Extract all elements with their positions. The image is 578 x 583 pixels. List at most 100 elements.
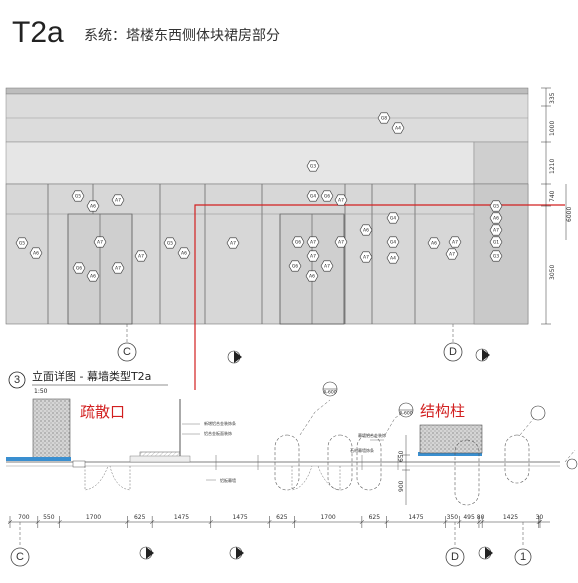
section-scale: 1:50 (34, 388, 48, 395)
mid-spandrel (5, 141, 475, 185)
bottom-dim-label: 1700 (320, 514, 335, 521)
hex-tag-label: A7 (115, 266, 121, 272)
hex-tag-label: A6 (90, 274, 96, 280)
bottom-dim-label: 625 (369, 514, 381, 521)
hex-tag-mid-g3: G3 (306, 160, 320, 172)
hex-tag-label: A7 (493, 228, 499, 234)
hex-tag-top-a4: A4 (391, 122, 405, 134)
bottom-dim-label: 625 (134, 514, 146, 521)
blue-sill-left (6, 457, 71, 461)
note-leaders (182, 423, 384, 481)
hex-tag-label: G5 (167, 241, 173, 247)
hex-tag-label: A7 (363, 255, 369, 261)
grid-bubble-c-lower: C (16, 551, 24, 563)
note-2: 铝合金板面装饰 (204, 430, 232, 436)
hex-tag-label: G4 (310, 194, 316, 200)
hex-tag-label: A4 (395, 126, 401, 132)
grid-line-d-upper: D (443, 324, 463, 362)
note-1: 新增铝合金装饰条 (204, 420, 236, 426)
hex-tag-g1-far: G1 (489, 236, 503, 248)
bottom-dim-label: 1475 (174, 514, 189, 521)
hex-tag-label: A7 (324, 264, 330, 270)
bottom-dim-label: 80 (477, 514, 485, 521)
dim-740: 740 (549, 190, 556, 202)
hex-tag-label: A7 (338, 198, 344, 204)
hex-tag-label: A7 (310, 254, 316, 260)
section-marker-a (227, 350, 242, 364)
hex-tag-label: A4 (390, 256, 396, 262)
label-structural-column: 结构柱 (420, 402, 465, 420)
bottom-dim-label: 625 (276, 514, 288, 521)
hex-tag-label: A6 (431, 241, 437, 247)
hex-tag-a7-right-pillar-b: A7 (359, 251, 373, 263)
hex-tag-label: A7 (310, 240, 316, 246)
bottom-dim-label: 350 (447, 514, 459, 521)
grid-line-c-lower: C (10, 522, 30, 567)
hex-tag-label: A7 (115, 198, 121, 204)
hex-tag-a7-far-a: A7 (489, 224, 503, 236)
hex-tag-label: A6 (493, 216, 499, 222)
door-swings (84, 465, 341, 491)
hex-tag-a6-right-pillar: A4 (386, 252, 400, 264)
dim-3050: 3050 (549, 265, 556, 280)
hex-tag-a7-left-side: A7 (134, 250, 148, 262)
dashed-capsules (274, 434, 530, 506)
hex-tag-a7-door-left-top: A7 (111, 194, 125, 206)
column-block (419, 424, 483, 454)
dim-900: 900 (398, 480, 405, 492)
hex-tag-label: G5 (493, 204, 499, 210)
plan-section: A-600 A-600 新增铝合金装饰条 铝合金板面装饰 铝板幕墙 幕墙铝合金装… (6, 381, 578, 506)
red-reference-line (194, 204, 565, 390)
hex-tag-a6-left: A6 (29, 247, 43, 259)
label-evacuation: 疏散口 (80, 403, 125, 421)
hex-tag-g5-upper-left: G5 (71, 190, 85, 202)
dim-335: 335 (549, 92, 556, 104)
hex-tag-label: A7 (138, 254, 144, 260)
hex-tag-a6-left-lower: A6 (86, 270, 100, 282)
bottom-dim-label: 495 (463, 514, 475, 521)
hex-tag-label: A7 (449, 252, 455, 258)
bottom-dim-label: 1425 (503, 514, 518, 521)
note-3: 铝板幕墙 (220, 477, 236, 483)
blue-sill-right (418, 452, 482, 456)
bottom-dim-label: 1475 (408, 514, 423, 521)
hex-tag-label: A6 (90, 204, 96, 210)
section-title: 立面详图 - 幕墙类型T2a (32, 369, 151, 383)
hex-tag-a6-right-far: A6 (489, 212, 503, 224)
hex-tag-label: G6 (292, 264, 298, 270)
elevation-view: 335 1000 1210 740 6000 3050 G8A4G3G5A6A7… (5, 87, 573, 390)
dim-1000: 1000 (549, 121, 556, 136)
hex-tag-g3-far: G3 (489, 250, 503, 262)
hex-tag-label: G5 (75, 194, 81, 200)
hex-tag-label: A6 (33, 251, 39, 257)
hex-tag-a7-door-low: A7 (320, 260, 334, 272)
section-marker-c (139, 546, 154, 560)
hex-tag-label: G3 (310, 164, 316, 170)
bottom-dim-label: 1475 (232, 514, 247, 521)
top-canopy (5, 87, 529, 95)
grid-bubble-c: C (123, 346, 131, 358)
hex-tag-label: G6 (295, 240, 301, 246)
right-dimension-chain (541, 87, 567, 325)
section-number-circle (8, 371, 26, 389)
grid-line-d-lower: D (445, 522, 465, 567)
section-marker-d (229, 546, 244, 560)
hex-tag-top-g8: G8 (377, 112, 391, 124)
hex-tag-label: A7 (97, 240, 103, 246)
section-marker-b (475, 348, 490, 362)
hex-tag-label: G6 (76, 266, 82, 272)
callout-2-label: A-600 (399, 411, 412, 417)
hex-tag-g6-mid: G6 (288, 260, 302, 272)
section-marker-e (478, 546, 493, 560)
hex-tag-a7-right-b: A7 (445, 248, 459, 260)
hex-tag-label: G3 (493, 254, 499, 260)
dim-1210: 1210 (549, 159, 556, 174)
hex-tag-g4-door-top-1: G4 (306, 190, 320, 202)
hex-tag-a7-left-door: A7 (93, 236, 107, 248)
hex-tag-a7-door-mid-b: A7 (306, 250, 320, 262)
dim-650: 650 (398, 450, 405, 462)
mullions (47, 184, 416, 324)
bottom-dim-label: 30 (536, 514, 544, 521)
hex-tag-label: A7 (452, 240, 458, 246)
